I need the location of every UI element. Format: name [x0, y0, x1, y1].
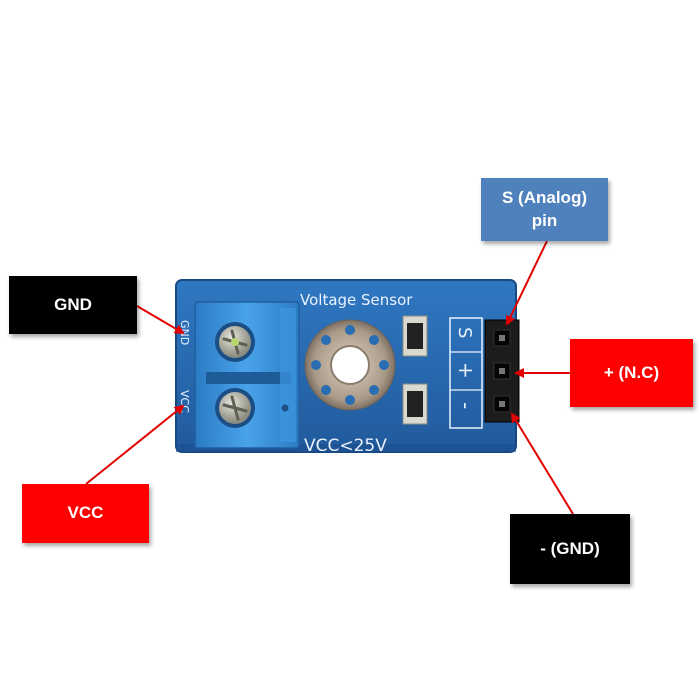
- callout-minus-pin: - (GND): [510, 514, 630, 584]
- callout-gnd: GND: [9, 276, 137, 334]
- arrow-icon: [136, 305, 185, 335]
- header-pin-icon: [493, 395, 511, 413]
- callout-gnd-text: GND: [54, 294, 92, 314]
- header-label-minus: -: [454, 402, 478, 409]
- callout-minus-text: - (GND): [540, 538, 600, 558]
- screw-icon: [215, 388, 255, 428]
- arrow-icon: [505, 240, 548, 326]
- board-title: Voltage Sensor: [300, 291, 413, 309]
- header-label-plus: +: [454, 362, 478, 379]
- callout-plus-pin: + (N.C): [570, 339, 693, 407]
- arrow-icon: [510, 412, 574, 515]
- callout-signal-pin: S (Analog) pin: [481, 178, 608, 241]
- resistor-icon: [402, 315, 428, 357]
- callout-vcc-text: VCC: [67, 503, 104, 523]
- header-label-s: S: [454, 327, 475, 338]
- header-pin-icon: [493, 362, 511, 380]
- resistor-icon: [402, 383, 428, 425]
- callout-vcc: VCC: [22, 484, 149, 543]
- callout-signal-text: S (Analog) pin: [502, 187, 587, 230]
- header-silkscreen-box: [449, 317, 483, 429]
- callout-plus-text: + (N.C): [603, 362, 660, 382]
- mounting-hole-icon: [304, 319, 396, 411]
- screw-icon: [215, 322, 255, 362]
- header-pin-icon: [493, 329, 511, 347]
- board-rating: VCC<25V: [304, 436, 387, 456]
- arrow-icon: [85, 404, 185, 485]
- screw-terminal-block: [194, 301, 300, 449]
- terminal-label-gnd: GND: [178, 320, 191, 345]
